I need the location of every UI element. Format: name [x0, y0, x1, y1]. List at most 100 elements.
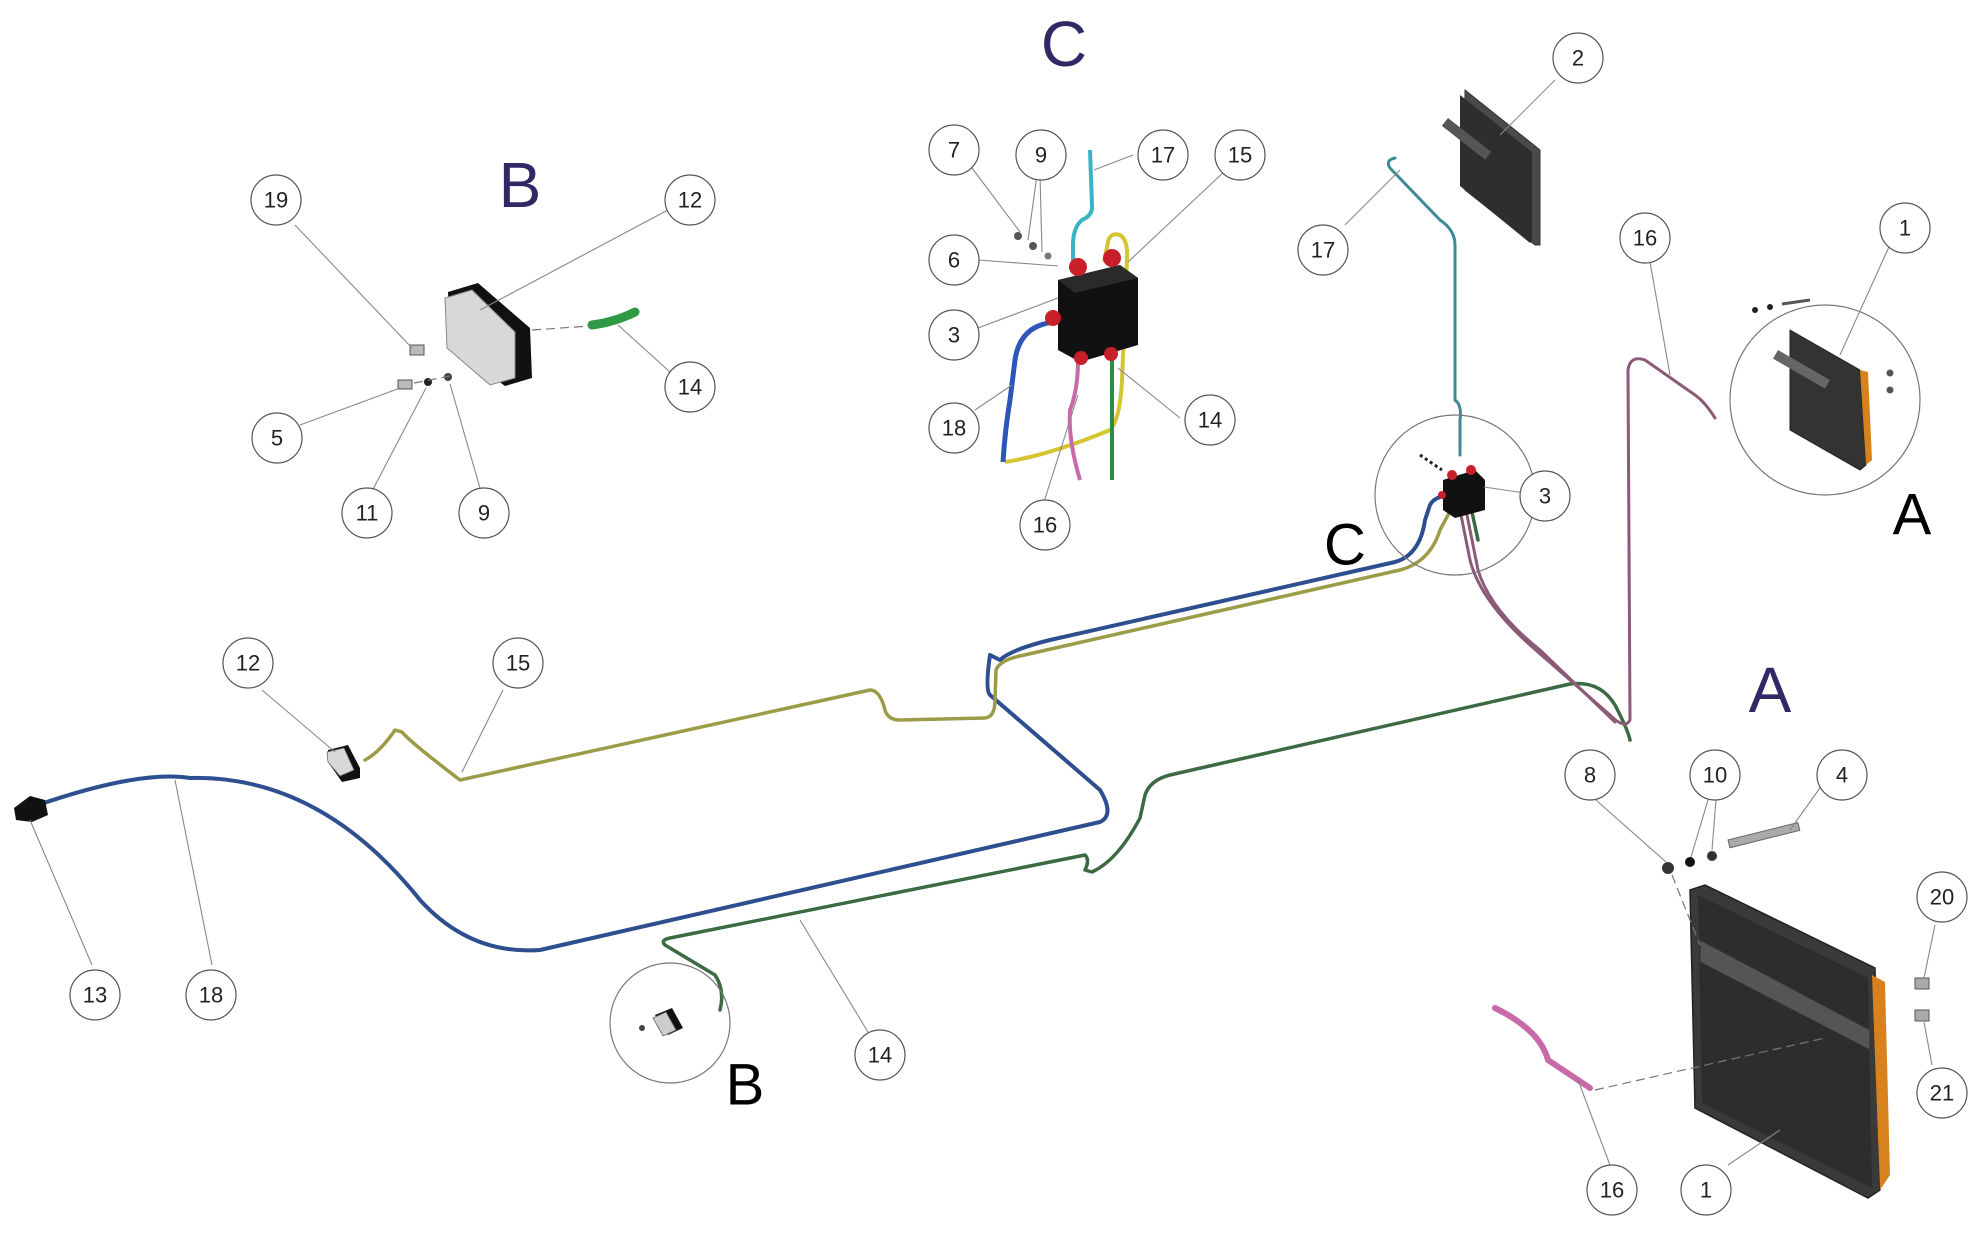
callout-l-15: 15: [492, 637, 544, 689]
svg-text:18: 18: [942, 416, 966, 441]
view-label-a: A: [1749, 654, 1792, 726]
svg-text:16: 16: [1633, 226, 1657, 251]
leader-a-10b: [1711, 799, 1717, 851]
leader-c-9b: [1039, 174, 1043, 253]
callout-l-13: 13: [69, 969, 121, 1021]
svg-text:7: 7: [948, 138, 960, 163]
callout-c-16: 16: [1019, 499, 1071, 551]
detail-b: B: [294, 149, 671, 496]
detail-c-small: C: [1324, 414, 1536, 578]
manifold-small-fit-2: [1466, 465, 1476, 475]
detail-a-bracket: [1699, 939, 1871, 1051]
detail-a-small-screw-2: [1767, 304, 1773, 310]
svg-text:12: 12: [678, 188, 702, 213]
detail-b-part-19: [409, 344, 425, 356]
detail-a-small-nut-1: [1886, 369, 1894, 377]
detail-a-fitting-21: [1914, 1009, 1930, 1022]
leader-l-18: [174, 779, 213, 966]
callout-bubbles: 19 12 14 5 11 9 7 9 17 15 6 3 18 14 16 2…: [69, 32, 1968, 1216]
pipe-teal-17: [1386, 156, 1462, 457]
manifold-small-fit-1: [1447, 470, 1457, 480]
connector-13: [14, 779, 869, 1033]
detail-c-fitting-1: [1069, 258, 1087, 276]
svg-text:6: 6: [948, 248, 960, 273]
detail-c-hose-pink: [1067, 359, 1082, 481]
detail-b-small-circle: [609, 962, 731, 1084]
detail-c-fitting-5: [1104, 347, 1118, 361]
callout-a-16: 16: [1586, 1164, 1638, 1216]
detail-b-hose: [587, 307, 640, 330]
leader-b-14: [617, 324, 671, 373]
detail-a-small-screw-1: [1752, 307, 1758, 313]
svg-text:1: 1: [1899, 216, 1911, 241]
detail-a-small-lens: [1860, 370, 1872, 465]
svg-text:1: 1: [1700, 1178, 1712, 1203]
plate-2-front: [1460, 95, 1532, 243]
leader-c-6: [977, 259, 1059, 267]
leader-a-4: [1789, 784, 1823, 831]
leader-r-2: [1499, 79, 1556, 136]
svg-text:15: 15: [1228, 143, 1252, 168]
leader-c-16: [1042, 394, 1079, 506]
svg-text:19: 19: [264, 188, 288, 213]
leader-b-11: [369, 387, 427, 496]
plate-2-assembly: [1344, 79, 1671, 376]
view-label-b: B: [499, 149, 542, 221]
svg-text:3: 3: [948, 323, 960, 348]
callout-l-14: 14: [854, 1029, 906, 1081]
leader-c-3: [977, 297, 1059, 329]
detail-c-fitting-2: [1103, 249, 1121, 267]
detail-a-small-nut-2: [1886, 386, 1894, 394]
detail-a-small: A: [1729, 237, 1932, 548]
callout-r-17: 17: [1297, 224, 1349, 276]
leader-c-15: [1127, 169, 1227, 263]
svg-text:14: 14: [678, 375, 702, 400]
callout-b-11: 11: [341, 487, 393, 539]
callout-c-9: 9: [1015, 129, 1067, 181]
detail-b-small-screw: [639, 1025, 645, 1031]
manifold-small: [1443, 470, 1485, 518]
leader-a-21: [1923, 1021, 1933, 1066]
leader-l-14: [799, 919, 869, 1033]
detail-c-screw-a: [1014, 232, 1022, 240]
detail-b-small-lens: [652, 1011, 677, 1037]
detail-b-part-5: [397, 379, 413, 390]
detail-c-fitting-3: [1045, 310, 1061, 326]
svg-text:11: 11: [356, 501, 379, 526]
svg-text:3: 3: [1539, 484, 1551, 509]
left-lamp-assembly: [261, 689, 504, 782]
callout-c-7: 7: [928, 124, 980, 176]
pipe-yellow-15: [363, 500, 1457, 782]
pipe-mauve-16b: [1464, 508, 1617, 724]
detail-a: A: [1492, 654, 1936, 1199]
leader-b-12: [479, 209, 669, 311]
detail-a-hose-axis: [1594, 1037, 1826, 1091]
leader-a-8: [1587, 792, 1667, 863]
svg-text:20: 20: [1930, 885, 1954, 910]
pipe-blue-18: [36, 493, 1457, 953]
detail-a-plate-face: [1698, 895, 1872, 1188]
detail-c: C: [971, 8, 1227, 506]
svg-text:14: 14: [1198, 408, 1222, 433]
svg-text:12: 12: [236, 651, 260, 676]
leader-l-13: [29, 819, 93, 966]
callout-r-2: 2: [1552, 32, 1604, 84]
view-label-a-small: A: [1893, 483, 1932, 548]
leader-r-1: [1839, 237, 1894, 356]
callout-a-10: 10: [1689, 749, 1741, 801]
callout-c-6: 6: [928, 234, 980, 286]
leader-b-9: [449, 383, 483, 496]
svg-text:16: 16: [1600, 1178, 1624, 1203]
connector-13-body: [14, 796, 48, 822]
callout-r-1: 1: [1879, 202, 1931, 254]
leader-c-7: [971, 167, 1021, 233]
leader-r-3: [1483, 486, 1526, 494]
detail-c-hose-yellow: [1004, 232, 1130, 464]
leader-l-12: [261, 689, 336, 753]
detail-a-washer-10b: [1707, 851, 1717, 861]
svg-text:17: 17: [1151, 143, 1175, 168]
detail-a-small-circle: [1729, 304, 1921, 496]
leader-c-18: [974, 384, 1013, 411]
leader-b-19: [294, 224, 413, 349]
